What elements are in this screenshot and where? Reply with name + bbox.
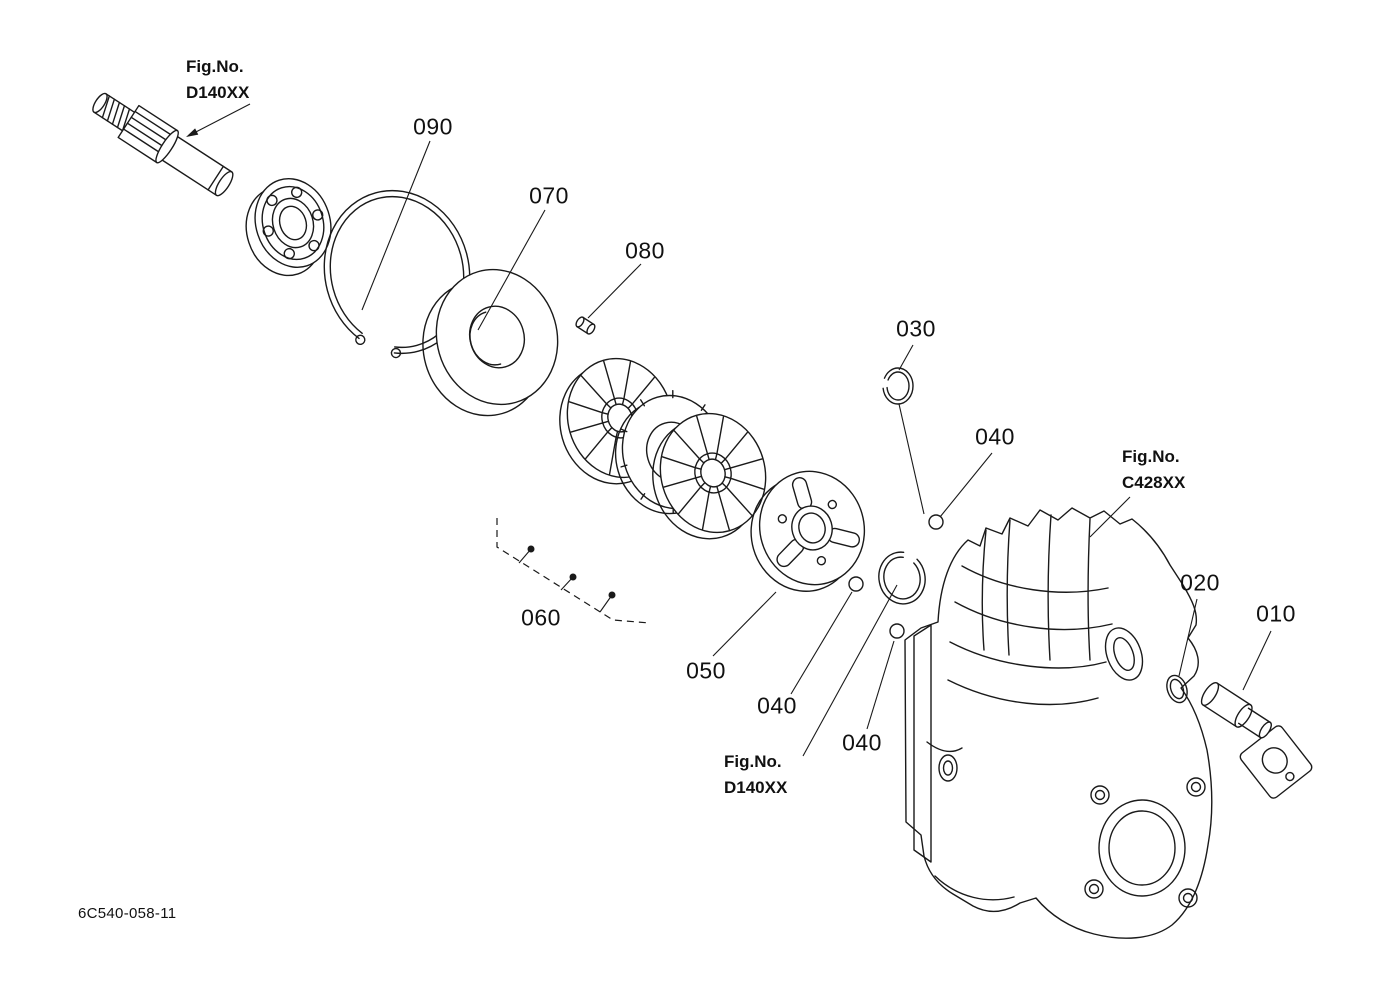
actuator-plate-050-drawing — [750, 470, 866, 592]
fig-ref-case: Fig.No. C428XX — [1122, 444, 1185, 495]
fig-ref-shaft: Fig.No. D140XX — [186, 54, 249, 105]
fig-ref-shaft-line2: D140XX — [186, 82, 250, 102]
leader-lines — [186, 103, 1272, 757]
ball-040-b-drawing — [848, 576, 864, 592]
fig-ref-ring-line1: Fig.No. — [724, 752, 782, 771]
group-060-bracket — [496, 518, 651, 624]
input-shaft-drawing — [92, 92, 234, 197]
ball-040-a-drawing — [928, 514, 944, 530]
part-label-060: 060 — [521, 604, 561, 631]
pin-080-drawing — [575, 316, 596, 335]
fig-ref-case-line1: Fig.No. — [1122, 447, 1180, 466]
part-label-040-c: 040 — [842, 729, 882, 756]
fig-ref-ring: Fig.No. D140XX — [724, 749, 787, 800]
part-label-040-b: 040 — [757, 692, 797, 719]
part-label-050: 050 — [686, 657, 726, 684]
o-ring-020-drawing — [1166, 674, 1188, 704]
fig-ref-shaft-line1: Fig.No. — [186, 57, 244, 76]
fig-ref-case-line2: C428XX — [1122, 472, 1186, 492]
part-label-080: 080 — [625, 237, 665, 264]
ball-bearing-drawing — [245, 178, 332, 277]
brake-camshaft-010-drawing — [1200, 681, 1313, 799]
part-label-010: 010 — [1256, 600, 1296, 627]
part-label-090: 090 — [413, 113, 453, 140]
ball-040-c-drawing — [889, 623, 905, 639]
brake-plate-070-drawing — [422, 268, 559, 417]
snap-ring-030-drawing — [882, 367, 914, 405]
part-label-020: 020 — [1180, 569, 1220, 596]
part-label-040-a: 040 — [975, 423, 1015, 450]
snap-ring-installed-drawing — [878, 551, 926, 605]
drawing-number: 6C540-058-11 — [78, 905, 177, 922]
part-label-070: 070 — [529, 182, 569, 209]
snap-ring-090-drawing — [323, 189, 471, 359]
part-label-030: 030 — [896, 315, 936, 342]
transmission-case-drawing — [904, 507, 1213, 939]
fig-ref-ring-line2: D140XX — [724, 777, 788, 797]
